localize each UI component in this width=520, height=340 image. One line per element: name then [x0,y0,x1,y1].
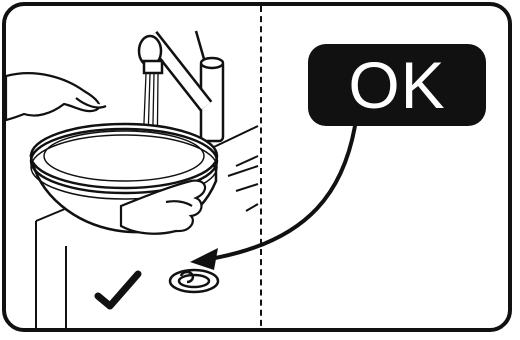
ok-label: OK [348,48,445,122]
drain-icon [170,270,218,292]
dashed-divider [260,6,262,332]
ok-badge: OK [308,44,486,126]
rounded-frame: OK [2,2,512,332]
check-mark-icon [98,274,138,306]
